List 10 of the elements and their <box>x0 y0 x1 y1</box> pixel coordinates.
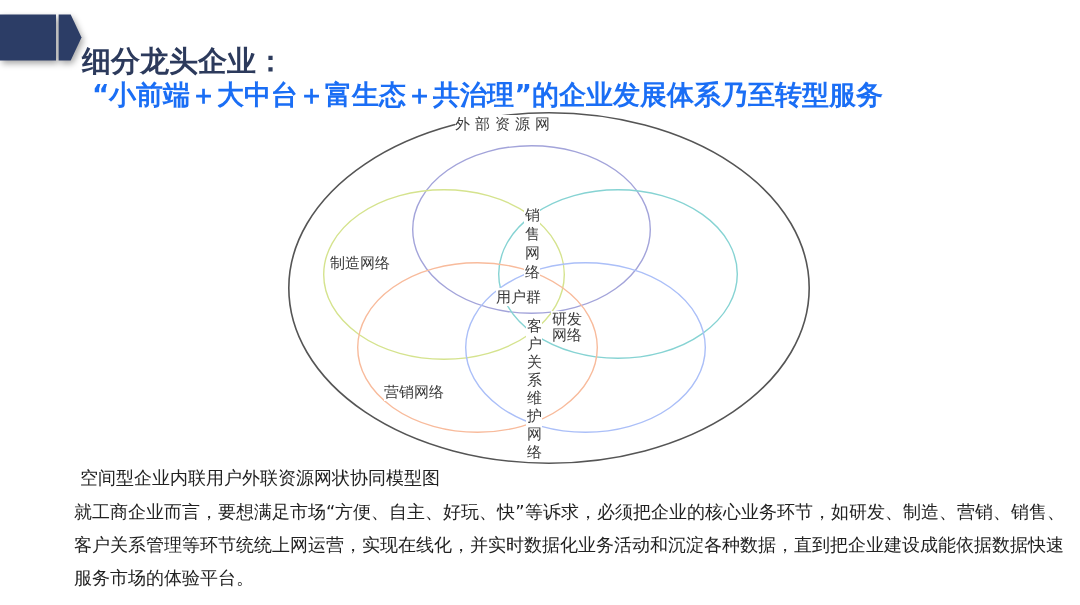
body-paragraph: 就工商企业而言，要想满足市场“方便、自主、好玩、快”等诉求，必须把企业的核心业务环节，如研发、制造、营销、销售、客户关系管理等环节统统上网运营，实现在线化，并实时数据化业务活动和沉淀各种数据，直到把企业建设成能依据数据快速服务市场的体验平台。 <box>74 500 1066 590</box>
ellipse-label: 营销网络 <box>384 383 444 401</box>
subtitle: “小前端＋大中台＋富生态＋共治理”的企业发展体系乃至转型服务 <box>92 79 883 111</box>
center-label: 用户群 <box>496 288 541 306</box>
ellipse-label: 客户关系维护网络 <box>526 317 542 461</box>
ellipse-label: 制造网络 <box>330 254 390 272</box>
ellipse-label: 销售网络 <box>524 206 540 282</box>
title: 细分龙头企业： <box>82 44 285 78</box>
figure-caption: 空间型企业内联用户外联资源网状协同模型图 <box>80 467 440 489</box>
ellipse-label: 研发网络 <box>551 311 582 343</box>
